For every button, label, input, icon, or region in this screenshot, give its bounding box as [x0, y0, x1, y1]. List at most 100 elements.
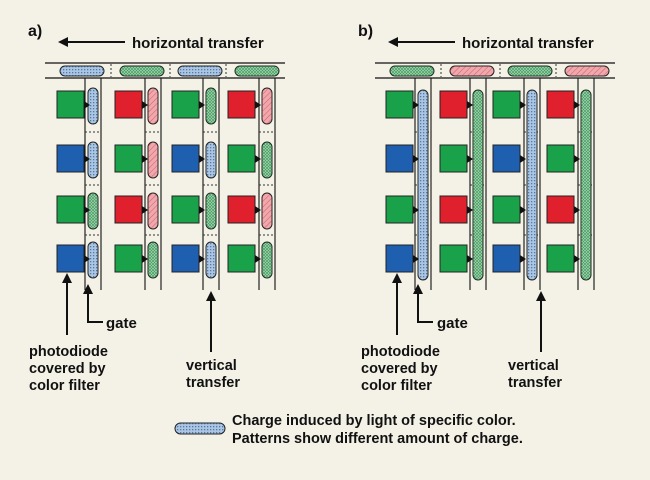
panel-b-vertical-charge-c4-pattern: [581, 90, 591, 280]
panel-a-photodiode-r2-c4: [227, 144, 256, 173]
panel-a-photodiode-r1-c2: [114, 90, 143, 119]
legend-line1: Charge induced by light of specific colo…: [232, 413, 516, 429]
panel-a-vertical-line1: vertical: [186, 358, 237, 374]
panel-a-photodiode-r2-c2: [114, 144, 143, 173]
panel-b-photodiode-line2: covered by: [361, 361, 438, 377]
panel-a-photodiode-r3-c1: [56, 195, 85, 224]
panel-b-gate-arrow: [413, 284, 433, 323]
panel-b-vertical-charge-c1-pattern: [418, 90, 428, 280]
panel-b-photodiode-r3-c3: [492, 195, 521, 224]
panel-a-vertical-charge-r3-c3-pattern: [206, 193, 216, 229]
panel-a-horizontal-label: horizontal transfer: [132, 35, 264, 52]
panel-b-vertical-charge-c3-pattern: [527, 90, 537, 280]
panel-b-gate-r3-c2: [467, 206, 473, 214]
panel-a-gate-r2-c4: [255, 155, 261, 163]
panel-b-photodiode-line3: color filter: [361, 378, 432, 394]
panel-b-gate-r2-c1: [413, 155, 419, 163]
panel-a-horizontal-charge-4-pattern: [235, 66, 279, 76]
diagram-drawing: [45, 37, 615, 435]
panel-b-photodiode-r1-c1: [385, 90, 414, 119]
panel-a-vertical-charge-r3-c2-pattern: [148, 193, 158, 229]
panel-b-gate-r4-c2: [467, 255, 473, 263]
panel-b-gate-r3-c4: [574, 206, 580, 214]
panel-a-vertical-charge-r4-c1-pattern: [88, 242, 98, 278]
panel-a-gate-r1-c4: [255, 101, 261, 109]
panel-a-vertical-charge-r4-c4-pattern: [262, 242, 272, 278]
panel-a-vertical-charge-r4-c3-pattern: [206, 242, 216, 278]
panel-a-gate-r4-c3: [199, 255, 205, 263]
panel-a-gate-r1-c1: [84, 101, 90, 109]
panel-a-vertical-charge-r2-c3-pattern: [206, 142, 216, 178]
panel-a-vertical-charge-r2-c1-pattern: [88, 142, 98, 178]
panel-a-photodiode-r4-c3: [171, 244, 200, 273]
panel-b-photodiode-r4-c1: [385, 244, 414, 273]
panel-a-gate-r1-c3: [199, 101, 205, 109]
panel-b-vertical-charge-c2-pattern: [473, 90, 483, 280]
panel-b-photodiode-r4-c3: [492, 244, 521, 273]
panel-b-horizontal-charge-4-pattern: [565, 66, 609, 76]
panel-a-gate-r3-c3: [199, 206, 205, 214]
panel-b-vertical-line2: transfer: [508, 375, 562, 391]
panel-a-photodiode-r4-c1: [56, 244, 85, 273]
panel-a-gate-r4-c2: [142, 255, 148, 263]
legend-line2: Patterns show different amount of charge…: [232, 431, 523, 447]
panel-a-photodiode-line1: photodiode: [29, 344, 108, 360]
panel-a-photodiode-r2-c3: [171, 144, 200, 173]
panel-a-horizontal-charge-1-pattern: [60, 66, 104, 76]
panel-a-vertical-charge-r2-c2-pattern: [148, 142, 158, 178]
panel-b-gate-r4-c1: [413, 255, 419, 263]
panel-b-gate-r4-c4: [574, 255, 580, 263]
panel-b-gate-label: gate: [437, 315, 468, 332]
panel-a-gate-r4-c4: [255, 255, 261, 263]
panel-b-photodiode-r3-c2: [439, 195, 468, 224]
panel-a-vertical-charge-r1-c3-pattern: [206, 88, 216, 124]
panel-b-photodiode-r3-c1: [385, 195, 414, 224]
panel-a-horizontal-charge-2-pattern: [120, 66, 164, 76]
panel-b-gate-r1-c1: [413, 101, 419, 109]
panel-b-vertical-line1: vertical: [508, 358, 559, 374]
panel-a-gate-r1-c2: [142, 101, 148, 109]
panel-b-photodiode-r3-c4: [546, 195, 575, 224]
panel-b-gate-r4-c3: [520, 255, 526, 263]
panel-b-photodiode-r2-c3: [492, 144, 521, 173]
panel-b-gate-r2-c4: [574, 155, 580, 163]
panel-a-photodiode-r1-c3: [171, 90, 200, 119]
panel-b-horizontal-charge-2-pattern: [450, 66, 494, 76]
panel-a-photodiode-line3: color filter: [29, 378, 100, 394]
panel-b-gate-r3-c1: [413, 206, 419, 214]
panel-b-label: b): [358, 23, 373, 40]
panel-a-vertical-charge-r1-c1-pattern: [88, 88, 98, 124]
panel-b-photodiode-r2-c1: [385, 144, 414, 173]
panel-b-gate-r2-c2: [467, 155, 473, 163]
panel-b-gate-r1-c4: [574, 101, 580, 109]
panel-b-photodiode-r1-c3: [492, 90, 521, 119]
panel-b-photodiode-r2-c4: [546, 144, 575, 173]
panel-a-vertical-charge-r1-c2-pattern: [148, 88, 158, 124]
panel-a-vertical-line2: transfer: [186, 375, 240, 391]
panel-a-vertical-charge-r4-c2-pattern: [148, 242, 158, 278]
panel-a-vertical-charge-r2-c4-pattern: [262, 142, 272, 178]
panel-a-gate-arrow: [83, 284, 103, 323]
panel-b-gate-r2-c3: [520, 155, 526, 163]
panel-a-gate-r3-c4: [255, 206, 261, 214]
panel-a-photodiode-line2: covered by: [29, 361, 106, 377]
panel-a-gate-r2-c3: [199, 155, 205, 163]
panel-b-horizontal-label: horizontal transfer: [462, 35, 594, 52]
panel-a-gate-r3-c2: [142, 206, 148, 214]
panel-a-photodiode-r1-c4: [227, 90, 256, 119]
panel-b-gate-r1-c3: [520, 101, 526, 109]
panel-a-photodiode-r2-c1: [56, 144, 85, 173]
panel-b-photodiode-r1-c2: [439, 90, 468, 119]
panel-a-vertical-charge-r3-c4-pattern: [262, 193, 272, 229]
panel-a-photodiode-r3-c4: [227, 195, 256, 224]
panel-b-photodiode-r4-c2: [439, 244, 468, 273]
panel-a-gate-r2-c1: [84, 155, 90, 163]
panel-a-gate-label: gate: [106, 315, 137, 332]
panel-b-photodiode-r2-c2: [439, 144, 468, 173]
legend-charge-swatch-pattern: [175, 423, 225, 434]
panel-b-gate-r3-c3: [520, 206, 526, 214]
panel-b-horizontal-charge-1-pattern: [390, 66, 434, 76]
panel-a-gate-r2-c2: [142, 155, 148, 163]
panel-b-photodiode-line1: photodiode: [361, 344, 440, 360]
